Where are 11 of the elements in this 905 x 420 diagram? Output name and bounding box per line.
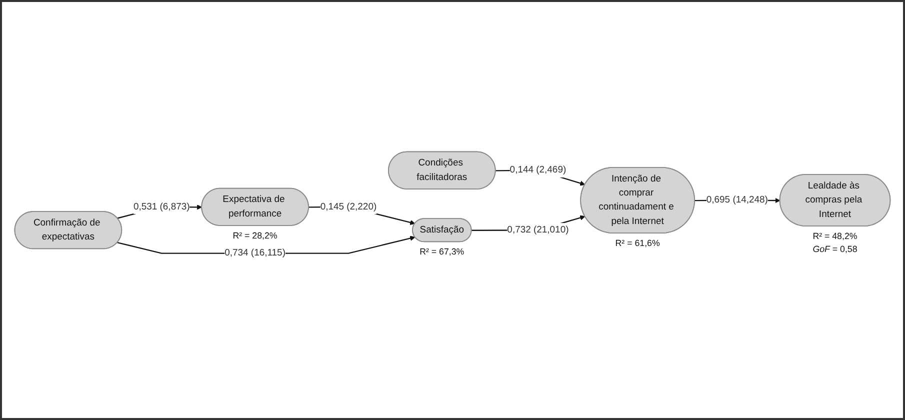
edge-label: 0,695 (14,248)	[706, 194, 768, 205]
edge-label: 0,531 (6,873)	[133, 201, 190, 212]
r-squared-note: R² = 67,3%	[420, 246, 464, 256]
edge-label: 0,734 (16,115)	[224, 248, 286, 258]
edge-label: 0,145 (2,220)	[320, 201, 377, 212]
edge-label: 0,732 (21,010)	[507, 224, 569, 234]
r-squared-note: GoF = 0,58	[812, 244, 858, 254]
r-squared-note: R² = 48,2%	[812, 230, 858, 241]
edge-label: 0,144 (2,469)	[510, 164, 566, 175]
r-squared-note: R² = 61,6%	[615, 238, 660, 248]
r-squared-note: R² = 28,2%	[232, 230, 278, 240]
